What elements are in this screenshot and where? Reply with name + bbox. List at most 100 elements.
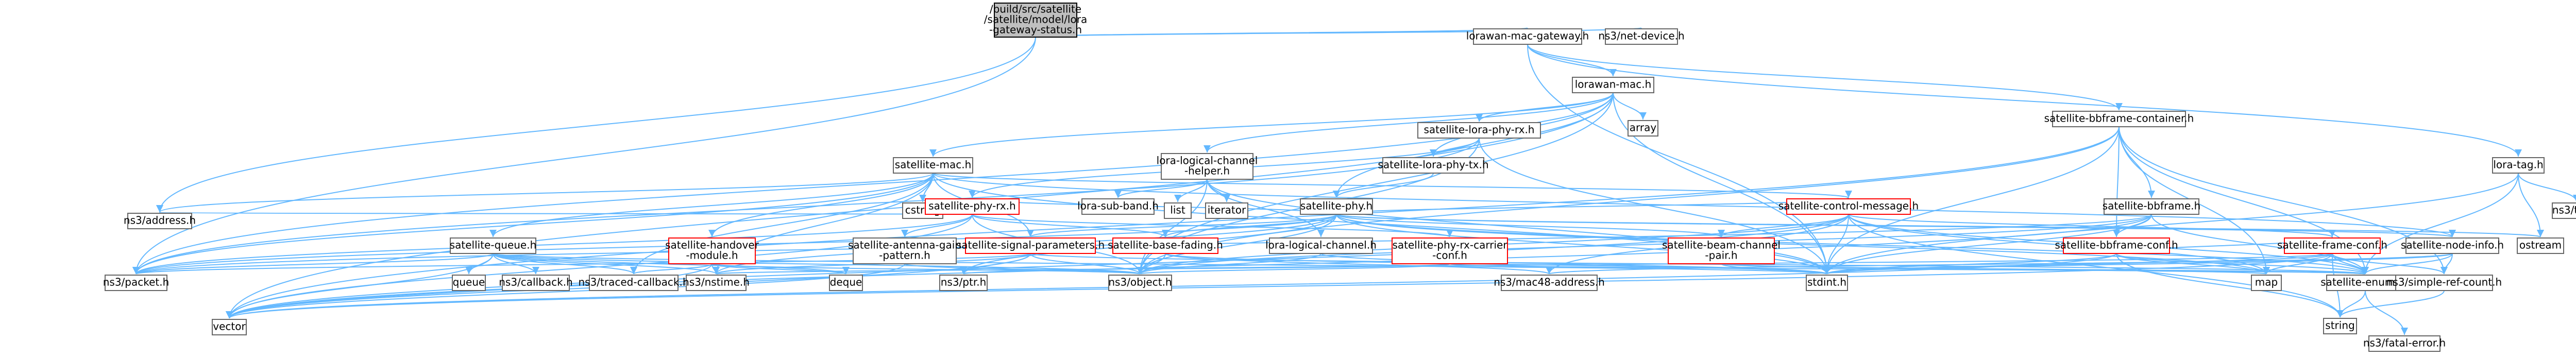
edge-senums-to-nsfatal xyxy=(2365,290,2408,335)
node-box xyxy=(1081,198,1155,215)
node-llcb[interactable]: lora-logical-channel-helper.h xyxy=(1157,153,1258,180)
edge-sfconf-to-vector xyxy=(226,253,2333,319)
node-box xyxy=(127,213,192,229)
node-map[interactable]: map xyxy=(2251,275,2282,291)
node-nscallback[interactable]: ns3/callback.h xyxy=(499,275,573,291)
edge-sprc-to-nsobject xyxy=(1137,263,1450,275)
node-label: satellite-mac.h xyxy=(895,159,972,171)
node-label: satellite-antenna-gain xyxy=(848,239,961,251)
edge-sfconf-to-nssrc xyxy=(2332,253,2448,275)
node-label: satellite-base-fading.h xyxy=(1108,239,1223,251)
node-sbcont[interactable]: satellite-bbframe-container.h xyxy=(2044,111,2194,127)
edge-slphy-to-slphytx xyxy=(1430,138,1480,157)
node-label: stdint.h xyxy=(1807,276,1846,288)
node-lsub[interactable]: lora-sub-band.h xyxy=(1077,198,1159,215)
edge-lmac-to-slphy xyxy=(1476,92,1614,122)
node-list[interactable]: list xyxy=(1164,202,1192,219)
node-box xyxy=(1392,237,1508,264)
node-array[interactable]: array xyxy=(1628,120,1658,137)
node-slphy[interactable]: satellite-lora-phy-rx.h xyxy=(1417,122,1541,139)
node-box xyxy=(2323,318,2357,334)
node-box xyxy=(1417,122,1541,139)
edge-lmac-to-array xyxy=(1613,92,1647,120)
node-string[interactable]: string xyxy=(2323,318,2357,334)
node-sbfconf[interactable]: satellite-bbframe-conf.h xyxy=(2055,237,2178,254)
edge-llcb-to-stdint xyxy=(1207,179,1831,275)
node-sprc[interactable]: satellite-phy-rx-carrier-conf.h xyxy=(1392,237,1508,264)
node-label: satellite-bbframe-container.h xyxy=(2044,112,2194,125)
node-sphyrx[interactable]: satellite-phy-rx.h xyxy=(925,198,1020,215)
node-box xyxy=(1806,275,1848,291)
edge-sagp-to-vector xyxy=(226,263,905,319)
edge-sphy-to-senums xyxy=(1336,214,2369,275)
node-senums[interactable]: satellite-enums.h xyxy=(2320,275,2410,291)
node-label: satellite-phy-rx-carrier xyxy=(1392,239,1507,251)
node-label: lora-logical-channel.h xyxy=(1265,239,1377,251)
node-label: -gateway-status.h xyxy=(989,24,1082,36)
node-box xyxy=(925,198,1020,215)
node-sbf[interactable]: satellite-base-fading.h xyxy=(1108,237,1223,254)
node-label: satellite-bbframe-conf.h xyxy=(2055,239,2178,251)
node-sagp[interactable]: satellite-antenna-gain-pattern.h xyxy=(848,237,961,264)
node-lmac[interactable]: lorawan-mac.h xyxy=(1572,77,1654,93)
node-label: /satellite/model/lora xyxy=(984,13,1087,26)
edge-lmac-to-llcb xyxy=(1204,92,1614,153)
node-label: satellite-lora-phy-tx.h xyxy=(1378,159,1488,171)
node-box xyxy=(1473,28,1582,45)
node-nsnstime[interactable]: ns3/nstime.h xyxy=(683,275,750,291)
edge-lmac-to-stdint xyxy=(1613,92,1831,275)
node-loratag[interactable]: lora-tag.h xyxy=(2492,157,2545,174)
node-nspacket[interactable]: ns3/packet.h xyxy=(103,275,170,291)
node-box xyxy=(450,237,536,254)
node-shm[interactable]: satellite-handover-module.h xyxy=(665,237,759,264)
node-box xyxy=(2052,111,2186,127)
edge-lmg-to-loratag xyxy=(1527,44,2522,157)
node-nsptr[interactable]: ns3/ptr.h xyxy=(939,275,988,291)
node-sbframe[interactable]: satellite-bbframe.h xyxy=(2103,198,2201,215)
node-nssrc[interactable]: ns3/simple-ref-count.h xyxy=(2386,275,2502,291)
edge-sbframe-to-stdint xyxy=(1823,214,2152,275)
edge-shm-to-deque xyxy=(711,263,850,275)
edge-smac-to-scm xyxy=(933,173,1852,198)
node-box xyxy=(1205,202,1248,219)
node-sphy[interactable]: satellite-phy.h xyxy=(1300,198,1373,215)
node-smac[interactable]: satellite-mac.h xyxy=(893,157,973,174)
node-llc[interactable]: lora-logical-channel.h xyxy=(1265,237,1377,254)
node-snode[interactable]: satellite-node-info.h xyxy=(2401,237,2504,254)
node-nsaddr[interactable]: ns3/address.h xyxy=(124,213,196,229)
edge-loratag-to-ostream xyxy=(2518,173,2544,237)
node-box xyxy=(2492,157,2545,174)
node-nstraced[interactable]: ns3/traced-callback.h xyxy=(578,275,689,291)
node-nstag[interactable]: ns3/tag.h xyxy=(2552,202,2576,219)
edge-smac-to-nstraced xyxy=(630,173,934,275)
node-scm[interactable]: satellite-control-message.h xyxy=(1778,198,1919,215)
node-queue[interactable]: queue xyxy=(452,275,486,291)
node-ostream[interactable]: ostream xyxy=(2517,237,2564,254)
edge-llcb-to-llc xyxy=(1207,179,1325,237)
node-squeue[interactable]: satellite-queue.h xyxy=(450,237,537,254)
node-label: ns3/packet.h xyxy=(103,276,170,288)
node-deque[interactable]: deque xyxy=(829,275,863,291)
edge-sprc-to-nsnstime xyxy=(714,263,1450,275)
node-nsfatal[interactable]: ns3/fatal-error.h xyxy=(2363,335,2446,352)
edge-smac-to-snode xyxy=(933,173,2456,237)
node-label: ns3/net-device.h xyxy=(1598,30,1684,42)
node-slp[interactable]: satellite-signal-parameters.h xyxy=(956,237,1105,254)
node-label: satellite-handover xyxy=(665,239,759,251)
node-sbcg[interactable]: satellite-beam-channel-pair.h xyxy=(1662,237,1781,264)
node-nsobject[interactable]: ns3/object.h xyxy=(1108,275,1172,291)
node-label: ns3/address.h xyxy=(124,214,196,227)
node-label: -helper.h xyxy=(1184,165,1230,177)
node-iterator[interactable]: iterator xyxy=(1205,202,1248,219)
node-box xyxy=(939,275,988,291)
node-sfconf[interactable]: satellite-frame-conf.h xyxy=(2277,237,2387,254)
node-box xyxy=(1161,153,1253,180)
edge-llcb-to-lsub xyxy=(1114,179,1208,198)
node-netdev[interactable]: ns3/net-device.h xyxy=(1598,28,1685,45)
node-nsmac48[interactable]: ns3/mac48-address.h xyxy=(1494,275,1605,291)
node-stdint[interactable]: stdint.h xyxy=(1806,275,1848,291)
node-slphytx[interactable]: satellite-lora-phy-tx.h xyxy=(1378,157,1489,174)
node-vector[interactable]: vector xyxy=(212,319,247,335)
node-lmg[interactable]: lorawan-mac-gateway.h xyxy=(1466,28,1589,45)
edge-smac-to-shm xyxy=(708,173,934,237)
